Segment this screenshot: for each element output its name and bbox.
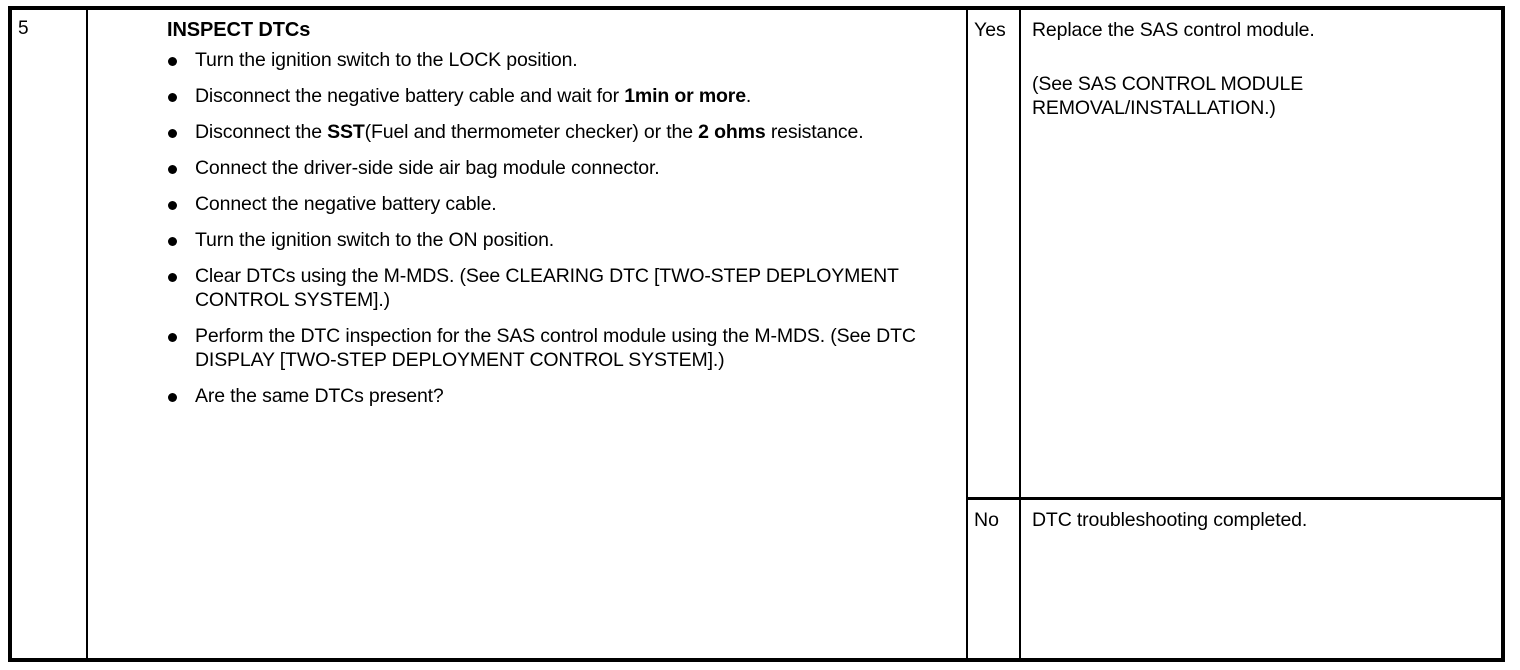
instruction-bullet-text: Connect the negative battery cable.	[195, 193, 497, 215]
plain-text: (Fuel and thermometer checker) or the	[364, 121, 699, 143]
emphasis-text: 2 ohms	[698, 121, 766, 143]
instruction-bullet-item: Turn the ignition switch to the LOCK pos…	[167, 48, 952, 72]
instruction-bullet-item: Disconnect the negative battery cable an…	[167, 84, 952, 108]
plain-text: Turn the ignition switch to the LOCK pos…	[195, 49, 578, 71]
plain-text: Connect the negative battery cable.	[195, 193, 497, 215]
bullet-icon	[168, 237, 177, 246]
column-divider-action	[1019, 10, 1021, 658]
bullet-icon	[168, 129, 177, 138]
action-text-line: Replace the SAS control module.	[1032, 19, 1315, 41]
action-text-line: (See SAS CONTROL MODULE	[1032, 73, 1304, 95]
plain-text: Are the same DTCs present?	[195, 385, 444, 407]
bullet-icon	[168, 393, 177, 402]
instruction-bullet-list: Turn the ignition switch to the LOCK pos…	[167, 48, 952, 408]
bullet-icon	[168, 333, 177, 342]
plain-text: resistance.	[765, 121, 864, 143]
row-divider-yes-no	[966, 497, 1501, 500]
bullet-icon	[168, 57, 177, 66]
instruction-bullet-text: Disconnect the SST(Fuel and thermometer …	[195, 121, 864, 143]
instruction-bullet-text: Perform the DTC inspection for the SAS c…	[195, 325, 916, 371]
instruction-cell: INSPECT DTCs Turn the ignition switch to…	[86, 10, 966, 658]
troubleshooting-table: 5 INSPECT DTCs Turn the ignition switch …	[8, 6, 1505, 662]
bullet-icon	[168, 273, 177, 282]
instruction-bullet-item: Turn the ignition switch to the ON posit…	[167, 228, 952, 252]
instruction-bullet-text: Clear DTCs using the M-MDS. (See CLEARIN…	[195, 265, 899, 311]
instruction-bullet-text: Connect the driver-side side air bag mod…	[195, 157, 660, 179]
action-text-line: DTC troubleshooting completed.	[1032, 509, 1308, 531]
instruction-bullet-text: Turn the ignition switch to the ON posit…	[195, 229, 554, 251]
answer-label-no: No	[974, 509, 999, 531]
instruction-bullet-text: Disconnect the negative battery cable an…	[195, 85, 751, 107]
bullet-icon	[168, 201, 177, 210]
bullet-icon	[168, 93, 177, 102]
instruction-bullet-text: Turn the ignition switch to the LOCK pos…	[195, 49, 578, 71]
plain-text: Turn the ignition switch to the ON posit…	[195, 229, 555, 251]
column-divider-answer	[966, 10, 968, 658]
plain-text: Disconnect the	[195, 121, 328, 143]
instruction-bullet-item: Are the same DTCs present?	[167, 384, 952, 408]
step-number: 5	[18, 18, 29, 39]
emphasis-text: 1min or more	[624, 85, 746, 107]
column-divider-step	[86, 10, 88, 658]
action-cell-no: DTC troubleshooting completed.	[1021, 500, 1501, 658]
instruction-heading: INSPECT DTCs	[167, 19, 311, 41]
action-text-line: REMOVAL/INSTALLATION.)	[1032, 97, 1276, 119]
action-spacer	[1032, 42, 1491, 72]
instruction-bullet-item: Clear DTCs using the M-MDS. (See CLEARIN…	[167, 264, 952, 312]
instruction-bullet-text: Are the same DTCs present?	[195, 385, 444, 407]
plain-text: Perform the DTC inspection for the SAS c…	[195, 325, 916, 371]
action-cell-yes: Replace the SAS control module. (See SAS …	[1021, 10, 1501, 497]
answer-label-yes: Yes	[974, 19, 1006, 41]
instruction-bullet-item: Perform the DTC inspection for the SAS c…	[167, 324, 952, 372]
instruction-bullet-item: Connect the driver-side side air bag mod…	[167, 156, 952, 180]
plain-text: .	[745, 85, 752, 107]
instruction-bullet-item: Connect the negative battery cable.	[167, 192, 952, 216]
emphasis-text: SST	[327, 121, 365, 143]
plain-text: Connect the driver-side side air bag mod…	[195, 157, 660, 179]
plain-text: Clear DTCs using the M-MDS. (See CLEARIN…	[195, 265, 899, 311]
plain-text: Disconnect the negative battery cable an…	[195, 85, 625, 107]
instruction-bullet-item: Disconnect the SST(Fuel and thermometer …	[167, 120, 952, 144]
bullet-icon	[168, 165, 177, 174]
